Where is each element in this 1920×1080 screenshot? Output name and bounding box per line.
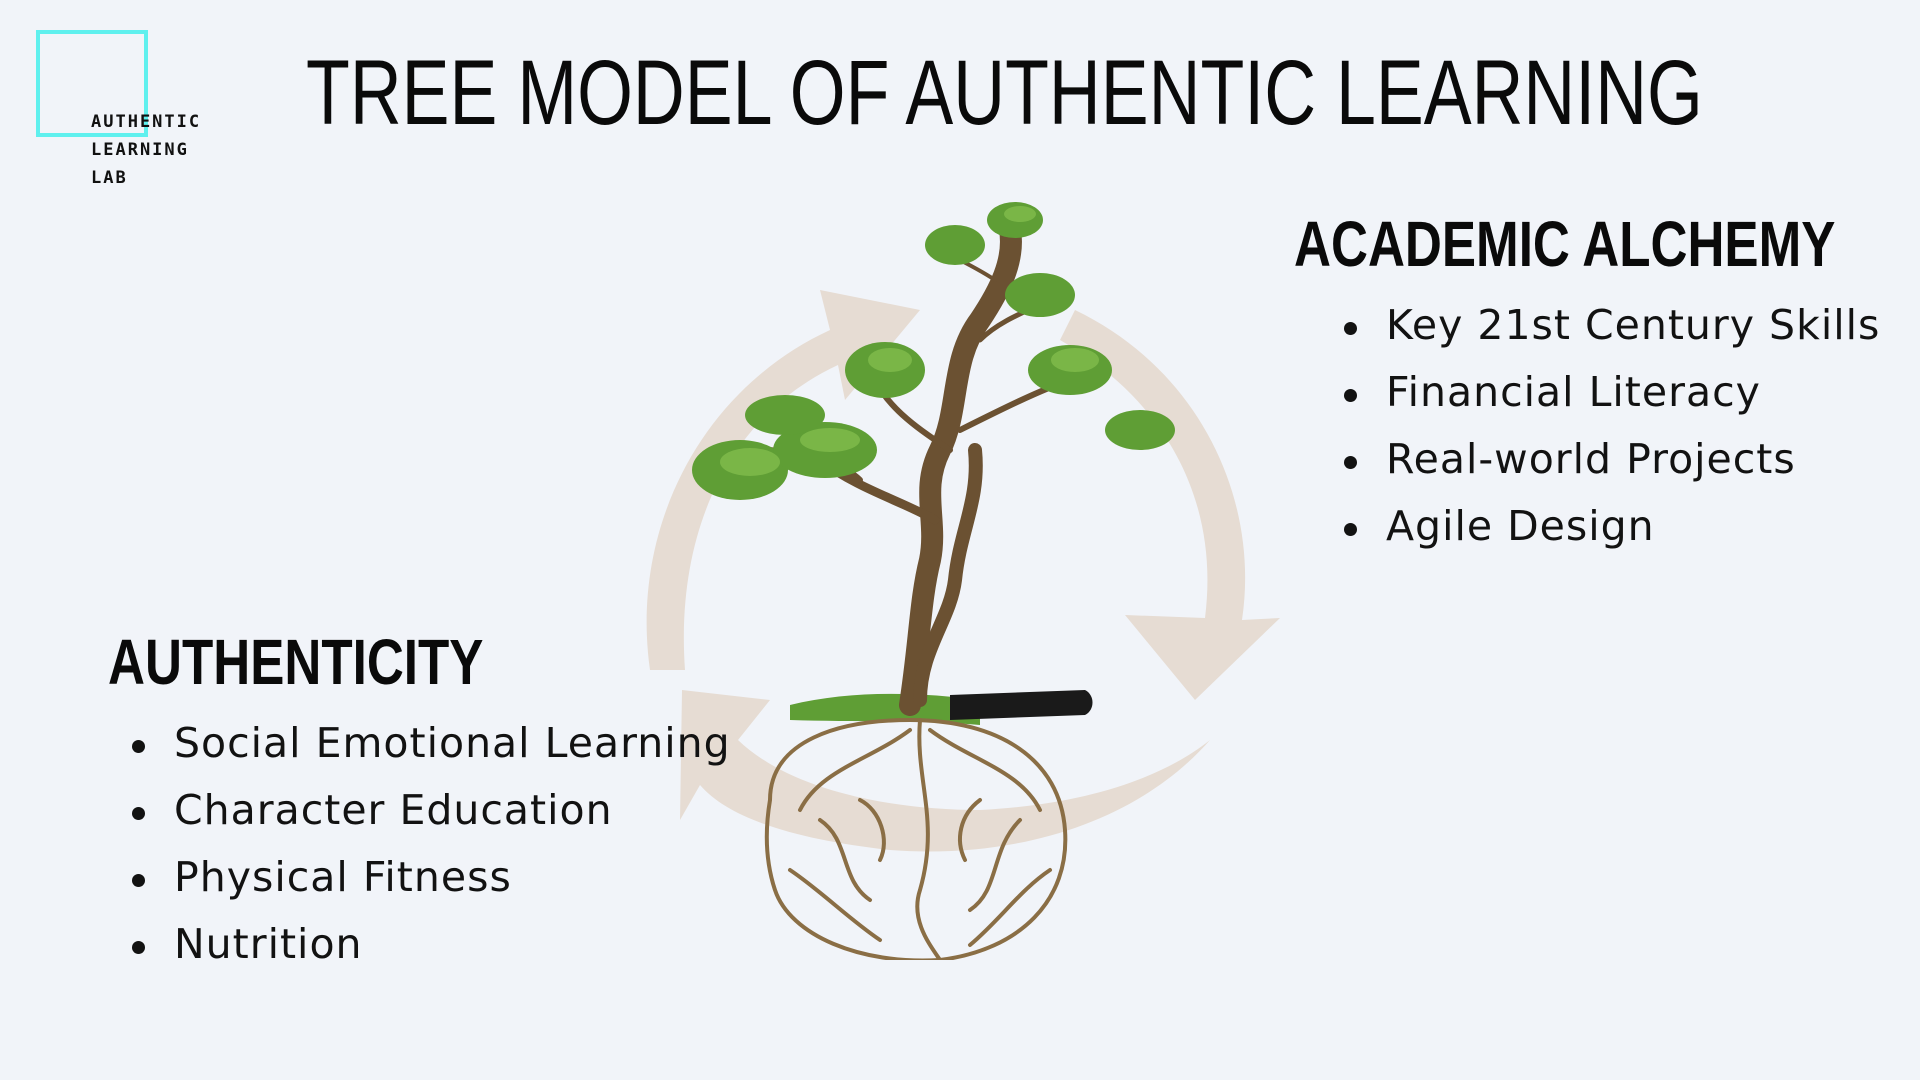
list-item: Financial Literacy: [1344, 359, 1880, 426]
academic-alchemy-heading: ACADEMIC ALCHEMY: [1294, 208, 1836, 280]
list-item: Nutrition: [132, 911, 731, 978]
brain-roots: [764, 717, 1068, 963]
tree-with-brain-roots-icon: [646, 202, 1280, 963]
logo: AUTHENTIC LEARNING LAB: [36, 30, 236, 190]
logo-line-1: AUTHENTIC: [91, 112, 202, 132]
list-item: Agile Design: [1344, 493, 1880, 560]
list-item: Key 21st Century Skills: [1344, 292, 1880, 359]
logo-text: AUTHENTIC LEARNING LAB: [91, 108, 201, 192]
tree-illustration: [620, 200, 1320, 963]
list-item: Physical Fitness: [132, 844, 731, 911]
list-item: Social Emotional Learning: [132, 710, 731, 777]
logo-frame: [36, 30, 148, 137]
authenticity-heading: AUTHENTICITY: [108, 626, 484, 698]
academic-alchemy-list: Key 21st Century Skills Financial Litera…: [1344, 292, 1880, 560]
logo-line-3: LAB: [91, 168, 128, 188]
authenticity-list: Social Emotional Learning Character Educ…: [132, 710, 731, 978]
list-item: Character Education: [132, 777, 731, 844]
page-title: TREE MODEL OF AUTHENTIC LEARNING: [306, 42, 1703, 144]
list-item: Real-world Projects: [1344, 426, 1880, 493]
ground: [790, 690, 1093, 725]
logo-line-2: LEARNING: [91, 140, 189, 160]
